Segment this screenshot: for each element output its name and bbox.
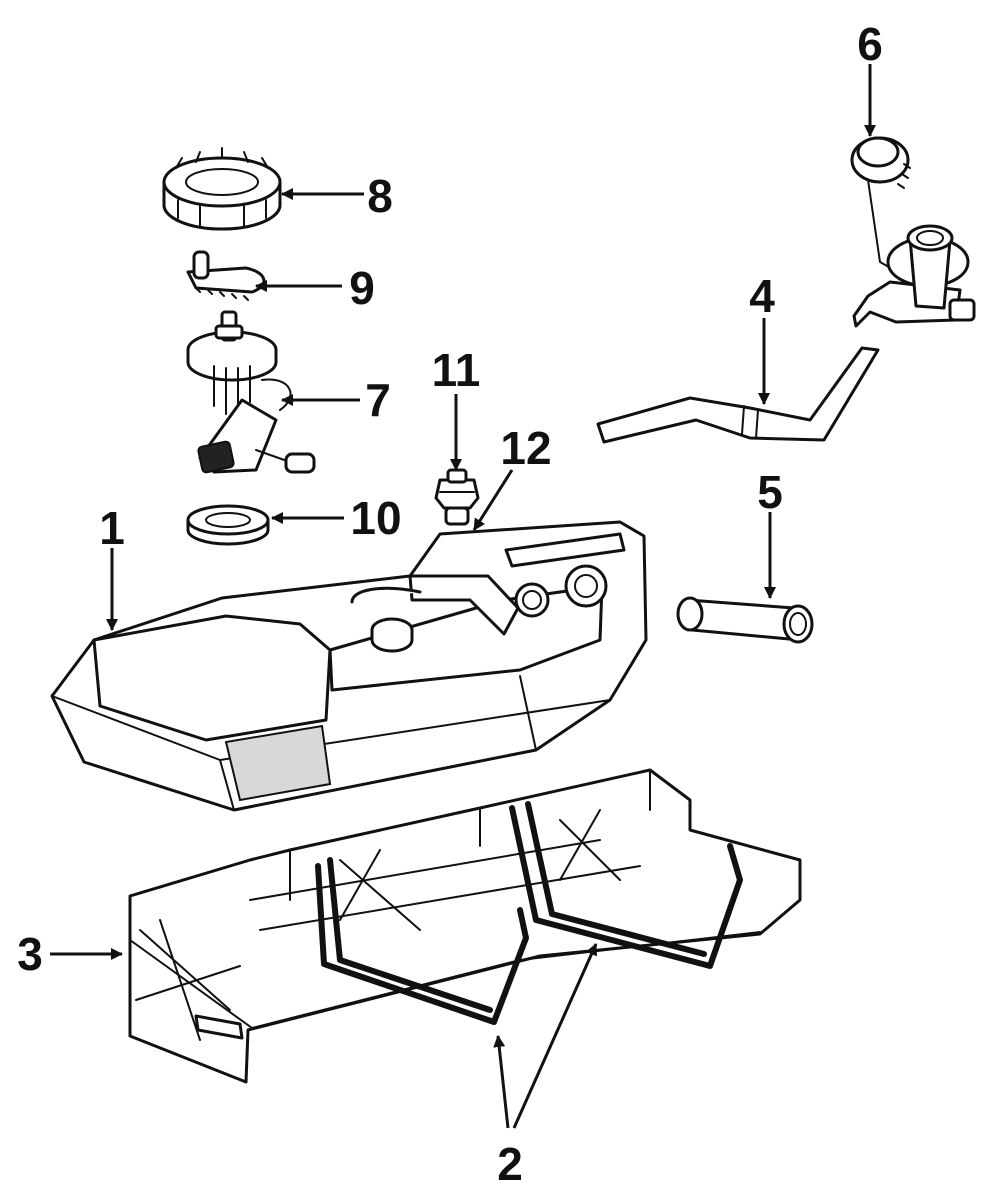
filler-pipe-part bbox=[596, 224, 976, 444]
callout-label-7: 7 bbox=[365, 374, 391, 426]
callout-label-4: 4 bbox=[749, 270, 775, 322]
sender-gasket-part bbox=[186, 250, 266, 301]
callout-label-9: 9 bbox=[349, 262, 375, 314]
leader-2a bbox=[493, 1035, 510, 1129]
callout-label-2: 2 bbox=[497, 1138, 523, 1190]
callout-label-12: 12 bbox=[500, 422, 551, 474]
callout-leaders bbox=[50, 64, 876, 1129]
vent-valve-part bbox=[434, 468, 480, 526]
skid-plate-part bbox=[128, 768, 802, 1084]
callout-label-11: 11 bbox=[432, 344, 481, 396]
callout-label-8: 8 bbox=[367, 170, 393, 222]
fuel-cap-part bbox=[850, 136, 913, 281]
callout-label-3: 3 bbox=[17, 928, 43, 980]
leader-2b bbox=[512, 943, 598, 1129]
lock-ring-part bbox=[162, 147, 282, 231]
callout-label-1: 1 bbox=[99, 502, 125, 554]
fuel-tank-part bbox=[50, 520, 648, 812]
fuel-pump-assembly-part bbox=[186, 310, 316, 474]
callout-label-10: 10 bbox=[350, 492, 401, 544]
hose-part bbox=[676, 596, 814, 644]
seal-ring-part bbox=[186, 504, 270, 546]
callout-labels: 1 2 3 4 5 6 7 8 9 10 11 12 bbox=[17, 18, 883, 1190]
callout-label-6: 6 bbox=[857, 18, 883, 70]
leader-12 bbox=[472, 469, 514, 531]
tank-strap-part bbox=[315, 801, 743, 1025]
callout-label-5: 5 bbox=[757, 466, 783, 518]
